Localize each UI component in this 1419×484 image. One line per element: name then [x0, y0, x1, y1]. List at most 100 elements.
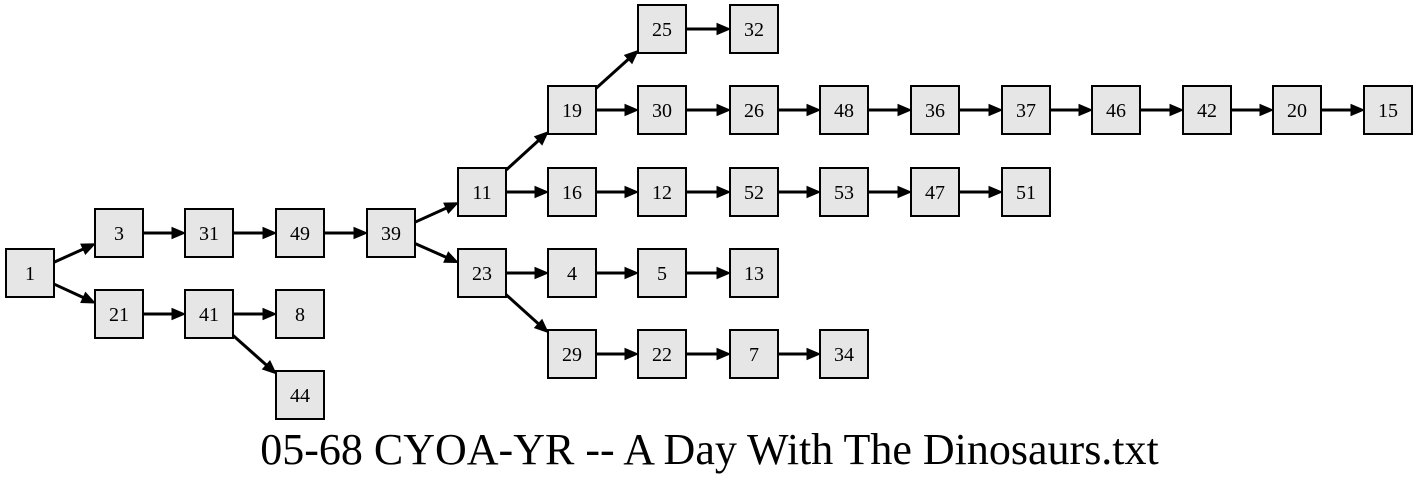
- edge-line: [53, 282, 84, 299]
- node-box[interactable]: [275, 370, 325, 420]
- node-box[interactable]: [729, 85, 779, 135]
- node-21[interactable]: 21: [94, 289, 144, 339]
- node-box[interactable]: [184, 208, 234, 258]
- arrowhead-icon: [80, 291, 97, 304]
- node-31[interactable]: 31: [184, 208, 234, 258]
- edge-47-51: [959, 185, 1004, 199]
- edge-11-16: [506, 185, 550, 199]
- node-box[interactable]: [184, 289, 234, 339]
- node-box[interactable]: [457, 167, 507, 217]
- node-box[interactable]: [1182, 85, 1232, 135]
- node-12[interactable]: 12: [637, 167, 687, 217]
- node-label: 39: [381, 223, 401, 245]
- arrowhead-icon: [262, 226, 278, 240]
- node-box[interactable]: [275, 208, 325, 258]
- node-box[interactable]: [547, 85, 597, 135]
- arrowhead-icon: [624, 185, 640, 199]
- edge-46-42: [1140, 103, 1185, 117]
- edge-41-44: [232, 334, 277, 375]
- arrowhead-icon: [806, 185, 822, 199]
- node-box[interactable]: [5, 248, 55, 298]
- node-22[interactable]: 22: [637, 329, 687, 379]
- arrowhead-icon: [806, 347, 822, 361]
- edge-53-47: [868, 185, 913, 199]
- node-box[interactable]: [910, 167, 960, 217]
- node-52[interactable]: 52: [729, 167, 779, 217]
- edge-line: [414, 206, 447, 224]
- node-box[interactable]: [547, 167, 597, 217]
- node-label: 29: [562, 344, 582, 366]
- node-box[interactable]: [366, 208, 416, 258]
- node-box[interactable]: [1001, 85, 1051, 135]
- node-11[interactable]: 11: [457, 167, 507, 217]
- node-box[interactable]: [729, 4, 779, 54]
- node-37[interactable]: 37: [1001, 85, 1051, 135]
- graph-title: 05-68 CYOA-YR -- A Day With The Dinosaur…: [260, 425, 1159, 474]
- node-23[interactable]: 23: [457, 248, 507, 298]
- node-box[interactable]: [637, 85, 687, 135]
- edge-line: [53, 247, 84, 264]
- node-26[interactable]: 26: [729, 85, 779, 135]
- node-51[interactable]: 51: [1001, 167, 1051, 217]
- node-3[interactable]: 3: [94, 208, 144, 258]
- node-53[interactable]: 53: [819, 167, 869, 217]
- node-16[interactable]: 16: [547, 167, 597, 217]
- node-29[interactable]: 29: [547, 329, 597, 379]
- node-39[interactable]: 39: [366, 208, 416, 258]
- node-34[interactable]: 34: [819, 329, 869, 379]
- node-box[interactable]: [94, 208, 144, 258]
- node-box[interactable]: [457, 248, 507, 298]
- node-49[interactable]: 49: [275, 208, 325, 258]
- node-box[interactable]: [819, 167, 869, 217]
- node-box[interactable]: [547, 329, 597, 379]
- node-box[interactable]: [94, 289, 144, 339]
- node-30[interactable]: 30: [637, 85, 687, 135]
- node-25[interactable]: 25: [637, 4, 687, 54]
- node-41[interactable]: 41: [184, 289, 234, 339]
- node-box[interactable]: [1272, 85, 1322, 135]
- edge-line: [232, 334, 268, 367]
- node-32[interactable]: 32: [729, 4, 779, 54]
- node-box[interactable]: [1091, 85, 1141, 135]
- node-box[interactable]: [729, 248, 779, 298]
- node-label: 12: [652, 182, 672, 204]
- node-15[interactable]: 15: [1363, 85, 1413, 135]
- node-label: 49: [290, 223, 310, 245]
- node-box[interactable]: [637, 167, 687, 217]
- node-46[interactable]: 46: [1091, 85, 1141, 135]
- node-8[interactable]: 8: [275, 289, 325, 339]
- node-box[interactable]: [637, 329, 687, 379]
- node-4[interactable]: 4: [547, 248, 597, 298]
- node-label: 16: [562, 182, 582, 204]
- node-20[interactable]: 20: [1272, 85, 1322, 135]
- edge-line: [594, 58, 630, 90]
- node-box[interactable]: [729, 167, 779, 217]
- node-box[interactable]: [275, 289, 325, 339]
- node-36[interactable]: 36: [910, 85, 960, 135]
- node-47[interactable]: 47: [910, 167, 960, 217]
- node-label: 42: [1197, 100, 1217, 122]
- arrowhead-icon: [1169, 103, 1185, 117]
- node-box[interactable]: [819, 329, 869, 379]
- arrowhead-icon: [353, 226, 369, 240]
- node-1[interactable]: 1: [5, 248, 55, 298]
- node-48[interactable]: 48: [819, 85, 869, 135]
- node-42[interactable]: 42: [1182, 85, 1232, 135]
- node-box[interactable]: [1363, 85, 1413, 135]
- node-box[interactable]: [547, 248, 597, 298]
- node-5[interactable]: 5: [637, 248, 687, 298]
- node-label: 23: [472, 263, 492, 285]
- node-13[interactable]: 13: [729, 248, 779, 298]
- node-box[interactable]: [637, 248, 687, 298]
- edge-line: [504, 293, 540, 325]
- node-19[interactable]: 19: [547, 85, 597, 135]
- node-label: 8: [295, 304, 305, 326]
- node-7[interactable]: 7: [729, 329, 779, 379]
- node-box[interactable]: [910, 85, 960, 135]
- node-box[interactable]: [819, 85, 869, 135]
- node-label: 44: [290, 385, 310, 407]
- node-box[interactable]: [1001, 167, 1051, 217]
- node-box[interactable]: [637, 4, 687, 54]
- node-box[interactable]: [729, 329, 779, 379]
- node-44[interactable]: 44: [275, 370, 325, 420]
